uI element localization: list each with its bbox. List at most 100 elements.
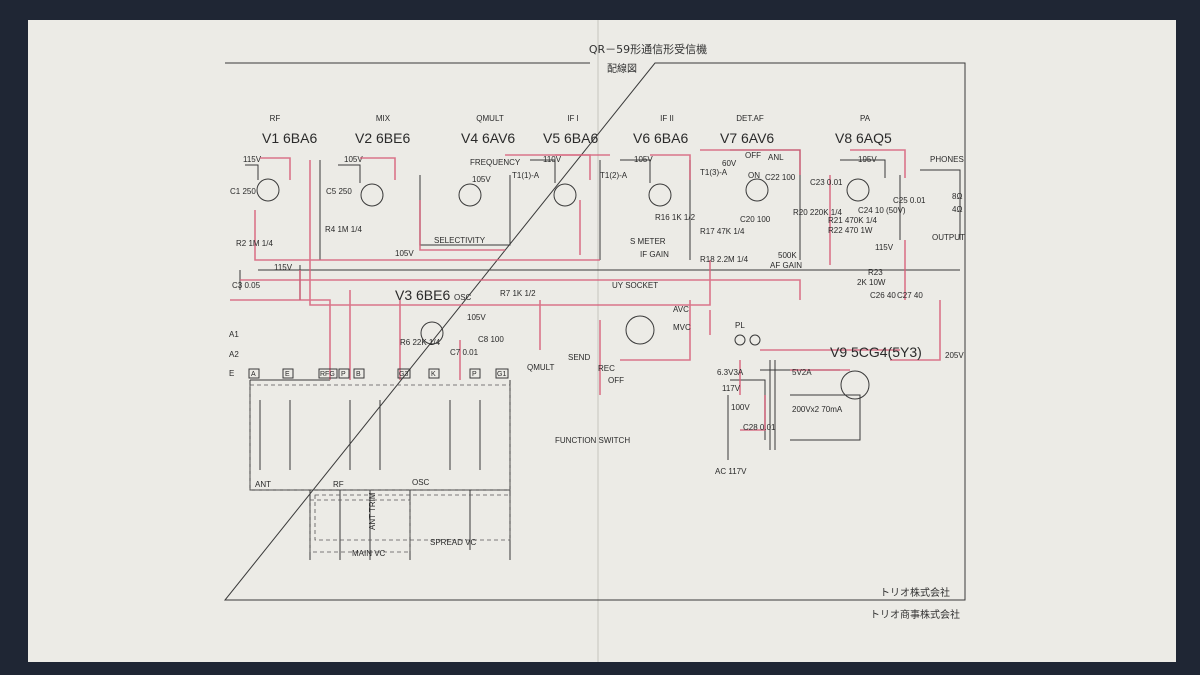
schematic-label: C22 100 bbox=[765, 173, 796, 182]
stage-rf: RF V1 6BA6 115V bbox=[243, 114, 317, 164]
frame bbox=[223, 62, 966, 601]
stage-det-af: DET.AF V7 6AV6 60V bbox=[720, 114, 774, 168]
schematic-label: P bbox=[341, 371, 346, 378]
schematic-label: QMULT bbox=[476, 114, 504, 123]
schematic-label: OUTPUT bbox=[932, 233, 965, 242]
schematic-label: 105V bbox=[344, 155, 363, 164]
schematic-label: B bbox=[356, 371, 361, 378]
schematic-label: 117V bbox=[722, 384, 741, 393]
wiring-black bbox=[239, 149, 961, 560]
schematic-label: C8 100 bbox=[478, 335, 504, 344]
publisher-1: トリオ株式会社 bbox=[880, 586, 950, 599]
schematic-label: 115V bbox=[243, 155, 262, 164]
schematic-label: OSC bbox=[454, 293, 472, 302]
schematic-label: FREQUENCY bbox=[470, 158, 521, 167]
schematic-label: C20 100 bbox=[740, 215, 771, 224]
schematic-label: R2 1M 1/4 bbox=[236, 239, 273, 248]
schematic-label: MVC bbox=[673, 323, 691, 332]
schematic-label: IF GAIN bbox=[640, 250, 669, 259]
schematic-label: C3 0.05 bbox=[232, 281, 261, 290]
schematic-label: ANT TRIM bbox=[368, 492, 377, 530]
schematic-label: V1 6BA6 bbox=[262, 130, 317, 146]
coil-terminals: A E RFG P B G3 K P G1 bbox=[248, 368, 509, 379]
schematic-label: SPREAD VC bbox=[430, 538, 476, 547]
schematic-label: T1(2)-A bbox=[600, 171, 628, 180]
stage-mix: MIX V2 6BE6 105V bbox=[344, 114, 410, 164]
lower-labels: V3 6BE6 OSC 105V R7 1K 1/2 R6 22K 1/4 C8… bbox=[229, 281, 964, 558]
document-subtitle: 配線図 bbox=[607, 62, 637, 75]
schematic-label: T1(3)-A bbox=[700, 168, 728, 177]
schematic-label: V2 6BE6 bbox=[355, 130, 410, 146]
schematic-label: E bbox=[229, 369, 234, 378]
upper-labels: FREQUENCY SELECTIVITY T1(1)-A T1(2)-A T1… bbox=[230, 151, 965, 300]
schematic-label: FUNCTION SWITCH bbox=[555, 436, 630, 445]
schematic-label: R4 1M 1/4 bbox=[325, 225, 362, 234]
schematic-label: C1 250 bbox=[230, 187, 256, 196]
schematic-label: P bbox=[472, 371, 477, 378]
schematic-label: IF I bbox=[567, 114, 579, 123]
schematic-label: 105V bbox=[472, 175, 491, 184]
schematic-label: V3 6BE6 bbox=[395, 287, 450, 303]
schematic-label: 100V bbox=[731, 403, 750, 412]
schematic-label: 8Ω bbox=[952, 192, 962, 201]
schematic-label: G1 bbox=[497, 371, 506, 378]
schematic-label: C7 0.01 bbox=[450, 348, 479, 357]
schematic-label: OFF bbox=[745, 151, 761, 160]
schematic-label: 500K bbox=[778, 251, 797, 260]
schematic-label: C27 40 bbox=[897, 291, 923, 300]
schematic-label: C26 40 bbox=[870, 291, 896, 300]
schematic-label: E bbox=[285, 371, 290, 378]
schematic-label: R21 470K 1/4 bbox=[828, 216, 877, 225]
schematic-label: R17 47K 1/4 bbox=[700, 227, 745, 236]
schematic-label: 105V bbox=[395, 249, 414, 258]
schematic-label: R22 470 1W bbox=[828, 226, 873, 235]
schematic-label: PL bbox=[735, 321, 745, 330]
schematic-label: PHONES bbox=[930, 155, 964, 164]
schematic-label: 5V2A bbox=[792, 368, 812, 377]
schematic-label: 105V bbox=[467, 313, 486, 322]
schematic-label: AC 117V bbox=[715, 467, 747, 476]
wiring-marker bbox=[230, 149, 941, 431]
schematic-label: A1 bbox=[229, 330, 239, 339]
schematic-label: 115V bbox=[875, 243, 894, 252]
schematic-label: MAIN VC bbox=[352, 549, 386, 558]
schematic-label: V8 6AQ5 bbox=[835, 130, 892, 146]
tube-symbols bbox=[256, 178, 870, 400]
schematic-label: 4Ω bbox=[952, 205, 962, 214]
schematic-label: 6.3V3A bbox=[717, 368, 744, 377]
schematic-label: QMULT bbox=[527, 363, 555, 372]
schematic-label: A2 bbox=[229, 350, 239, 359]
schematic-label: REC bbox=[598, 364, 615, 373]
schematic-label: 2K 10W bbox=[857, 278, 886, 287]
schematic-label: V9 5CG4(5Y3) bbox=[830, 344, 922, 360]
document-title: QR－59形通信形受信機 bbox=[589, 42, 707, 56]
schematic-label: C24 10 (50V) bbox=[858, 206, 906, 215]
schematic-label: R7 1K 1/2 bbox=[500, 289, 536, 298]
schematic-label: SEND bbox=[568, 353, 590, 362]
schematic-label: K bbox=[431, 371, 436, 378]
paper bbox=[28, 20, 1176, 662]
schematic-label: OFF bbox=[608, 376, 624, 385]
schematic-label: AVC bbox=[673, 305, 689, 314]
schematic-label: V4 6AV6 bbox=[461, 130, 515, 146]
schematic-label: C23 0.01 bbox=[810, 178, 843, 187]
schematic-label: ANL bbox=[768, 153, 784, 162]
schematic-label: RFG bbox=[320, 371, 335, 378]
schematic-label: T1(1)-A bbox=[512, 171, 540, 180]
schematic-label: R18 2.2M 1/4 bbox=[700, 255, 749, 264]
schematic-label: S METER bbox=[630, 237, 666, 246]
schematic-label: R6 22K 1/4 bbox=[400, 338, 441, 347]
schematic-label: G3 bbox=[399, 371, 408, 378]
schematic-label: V5 6BA6 bbox=[543, 130, 598, 146]
schematic-label: 205V bbox=[945, 351, 964, 360]
schematic-label: 200Vx2 70mA bbox=[792, 405, 843, 414]
schematic-label: ANT bbox=[255, 480, 271, 489]
schematic-label: ON bbox=[748, 171, 760, 180]
schematic-label: A bbox=[251, 371, 256, 378]
schematic-label: OSC bbox=[412, 478, 430, 487]
schematic-label: V6 6BA6 bbox=[633, 130, 688, 146]
schematic-label: RF bbox=[333, 480, 344, 489]
schematic-label: PA bbox=[860, 114, 871, 123]
schematic-label: UY SOCKET bbox=[612, 281, 658, 290]
schematic-label: C5 250 bbox=[326, 187, 352, 196]
